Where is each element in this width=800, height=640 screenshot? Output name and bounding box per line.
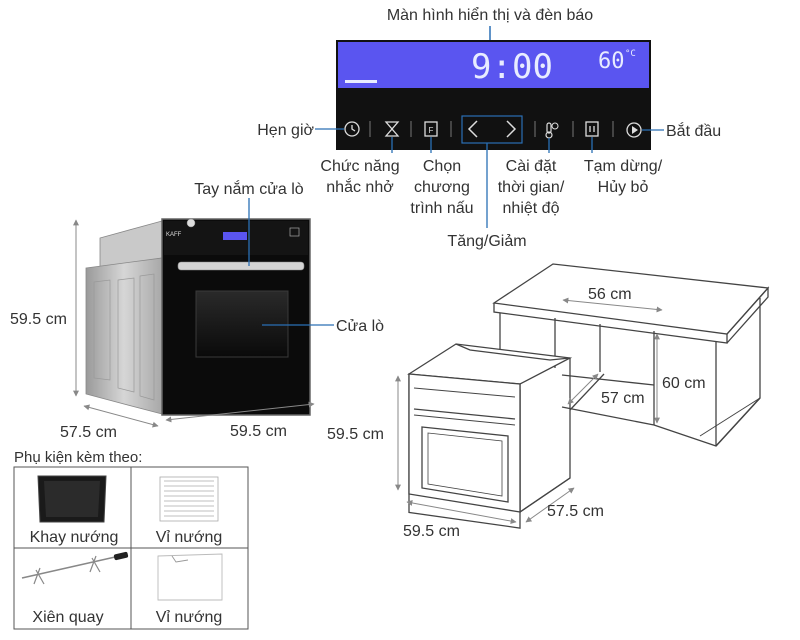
cabinet-width-label: 56 cm: [588, 286, 632, 303]
lcd-temp-unit: °C: [625, 49, 636, 59]
accessory-label-spit: Xiên quay: [32, 609, 103, 626]
install-oven-height-label: 59.5 cm: [327, 426, 384, 443]
display-label: Màn hình hiển thị và đèn báo: [387, 6, 593, 24]
pause-icon: [585, 121, 599, 137]
reminder-button[interactable]: [384, 121, 400, 137]
accessory-label-rack-2: Vỉ nướng: [156, 609, 223, 626]
pause-label-line1: Tạm dừng/: [584, 158, 663, 175]
reminder-label-line1: Chức năng: [320, 158, 399, 175]
chevron-right-icon: [506, 120, 517, 138]
pause-button[interactable]: [585, 121, 599, 137]
brand-name: KAFF: [166, 232, 182, 238]
wire-rack-icon: [157, 553, 223, 601]
accessory-label-tray: Khay nướng: [30, 529, 119, 546]
program-button[interactable]: F: [424, 121, 438, 137]
baking-tray-icon: [37, 475, 107, 523]
hourglass-icon: [384, 121, 400, 137]
oven-handle: [177, 261, 305, 271]
program-label-line3: trình nấu: [410, 200, 473, 217]
control-panel: Màn hình hiển thị và đèn báo 9:00 60 °C …: [257, 6, 721, 250]
pause-label-line2: Hủy bỏ: [598, 179, 649, 196]
program-label-line2: chương: [414, 179, 470, 196]
decrease-button[interactable]: [467, 120, 478, 138]
oven-height-label: 59.5 cm: [10, 311, 67, 328]
settings-label-line1: Cài đặt: [506, 158, 557, 175]
timer-label: Hẹn giờ: [257, 122, 314, 139]
program-icon: [424, 121, 438, 137]
lcd-screen: [338, 42, 649, 88]
chevron-left-icon: [467, 120, 478, 138]
handle-label: Tay nắm cửa lò: [194, 179, 304, 198]
accessories-title: Phụ kiện kèm theo:: [14, 449, 142, 466]
settings-label-line2: thời gian/: [498, 179, 565, 196]
reminder-label-line2: nhắc nhở: [326, 177, 394, 196]
clock-icon: [344, 121, 360, 137]
play-icon: [626, 122, 642, 138]
install-diagram: [407, 263, 770, 529]
wire-rack-icon: [159, 476, 219, 522]
accessories: Phụ kiện kèm theo: Khay nướng Vỉ nướng X…: [13, 449, 249, 630]
increase-button[interactable]: [506, 120, 517, 138]
settings-label-line3: nhiệt độ: [503, 200, 560, 217]
oven-depth-label: 57.5 cm: [60, 424, 117, 441]
program-label-line1: Chọn: [423, 158, 461, 175]
install-oven-depth-label: 57.5 cm: [547, 503, 604, 520]
oven-product: KAFF Tay nắm cửa lò Cửa lò 59.5 cm 57.5 …: [10, 179, 384, 441]
cabinet-height-label: 60 cm: [662, 375, 706, 392]
start-button[interactable]: [626, 122, 642, 138]
oven-width-label: 59.5 cm: [230, 423, 287, 440]
timer-button[interactable]: [344, 121, 360, 137]
rotisserie-spit-icon: [21, 551, 129, 585]
accessory-label-rack-1: Vỉ nướng: [156, 529, 223, 546]
adjust-highlight: [461, 115, 523, 144]
oven-window: [195, 290, 289, 358]
start-label: Bắt đầu: [666, 121, 721, 140]
oven-lcd: [223, 232, 247, 240]
thermometer-icon: [546, 122, 552, 134]
cabinet-depth-label: 57 cm: [601, 390, 645, 407]
lcd-temp: 60: [598, 49, 625, 74]
adjust-label: Tăng/Giảm: [447, 233, 526, 250]
svg-text:F: F: [429, 126, 434, 135]
install-dimensions: 56 cm 57 cm 60 cm 59.5 cm 59.5 cm 57.5 c…: [327, 286, 706, 540]
install-oven-width-label: 59.5 cm: [403, 523, 460, 540]
lcd-time: 9:00: [471, 47, 553, 87]
door-label: Cửa lò: [336, 318, 384, 335]
brand-logo-icon: [186, 218, 196, 228]
